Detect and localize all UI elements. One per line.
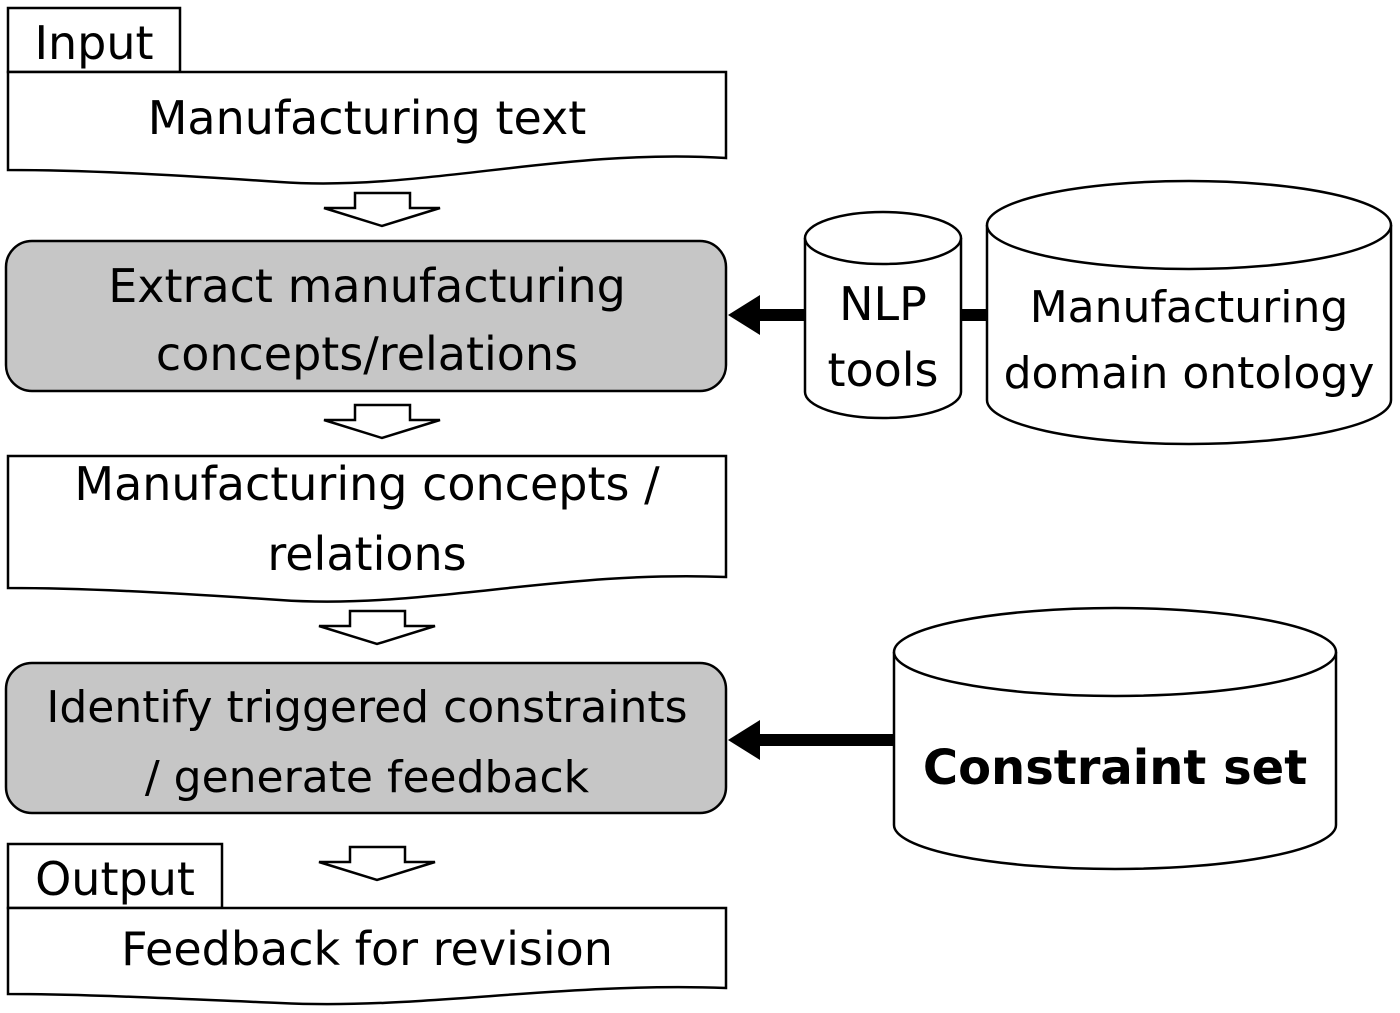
flow-arrow-4 (318, 845, 436, 882)
constraint-set-cylinder-body (892, 652, 1338, 871)
output-tab-label: Output (35, 852, 195, 906)
flow-arrow-1 (323, 191, 441, 228)
input-group: Input Manufacturing text (6, 6, 728, 185)
constraints-to-identify-arrow (728, 720, 894, 760)
flow-arrow-3 (318, 609, 436, 646)
nlp-tools-database: NLP tools (803, 210, 963, 420)
extract-label-line1: Extract manufacturing (108, 259, 626, 313)
concepts-document (6, 454, 728, 603)
extract-label-line2: concepts/relations (156, 327, 578, 381)
ontology-cylinder-body (985, 225, 1393, 446)
extract-process-box (4, 239, 728, 393)
output-document (6, 906, 728, 1006)
input-tab (6, 6, 182, 74)
concepts-label-line2: relations (267, 527, 466, 581)
nlp-tools-label-line1: NLP (839, 277, 927, 331)
output-group: Output Feedback for revision (6, 842, 728, 1006)
identify-process-box (4, 661, 728, 815)
output-document-label: Feedback for revision (121, 922, 613, 976)
identify-label-line2: / generate feedback (145, 752, 590, 803)
extract-step: Extract manufacturing concepts/relations (4, 239, 728, 393)
concepts-document-group: Manufacturing concepts / relations (6, 454, 728, 603)
identify-step: Identify triggered constraints / generat… (4, 661, 728, 815)
output-tab (6, 842, 224, 910)
ontology-label-line2: domain ontology (1004, 348, 1375, 399)
concepts-label-line1: Manufacturing concepts / (74, 457, 660, 511)
nlp-to-extract-arrow (728, 295, 805, 335)
ontology-cylinder-top (985, 179, 1393, 271)
input-document-label: Manufacturing text (148, 91, 587, 145)
constraint-set-cylinder-top (892, 606, 1338, 698)
constraint-set-database: Constraint set (892, 606, 1338, 871)
nlp-tools-cylinder-body (803, 238, 963, 420)
nlp-tools-label-line2: tools (827, 343, 938, 397)
flow-arrow-2 (323, 403, 441, 440)
input-tab-label: Input (34, 16, 153, 70)
constraint-set-label: Constraint set (923, 740, 1307, 796)
ontology-label-line1: Manufacturing (1030, 282, 1349, 333)
nlp-tools-cylinder-top (803, 210, 963, 266)
input-document (6, 70, 728, 185)
identify-label-line1: Identify triggered constraints (46, 682, 687, 733)
ontology-database: Manufacturing domain ontology (985, 179, 1393, 446)
